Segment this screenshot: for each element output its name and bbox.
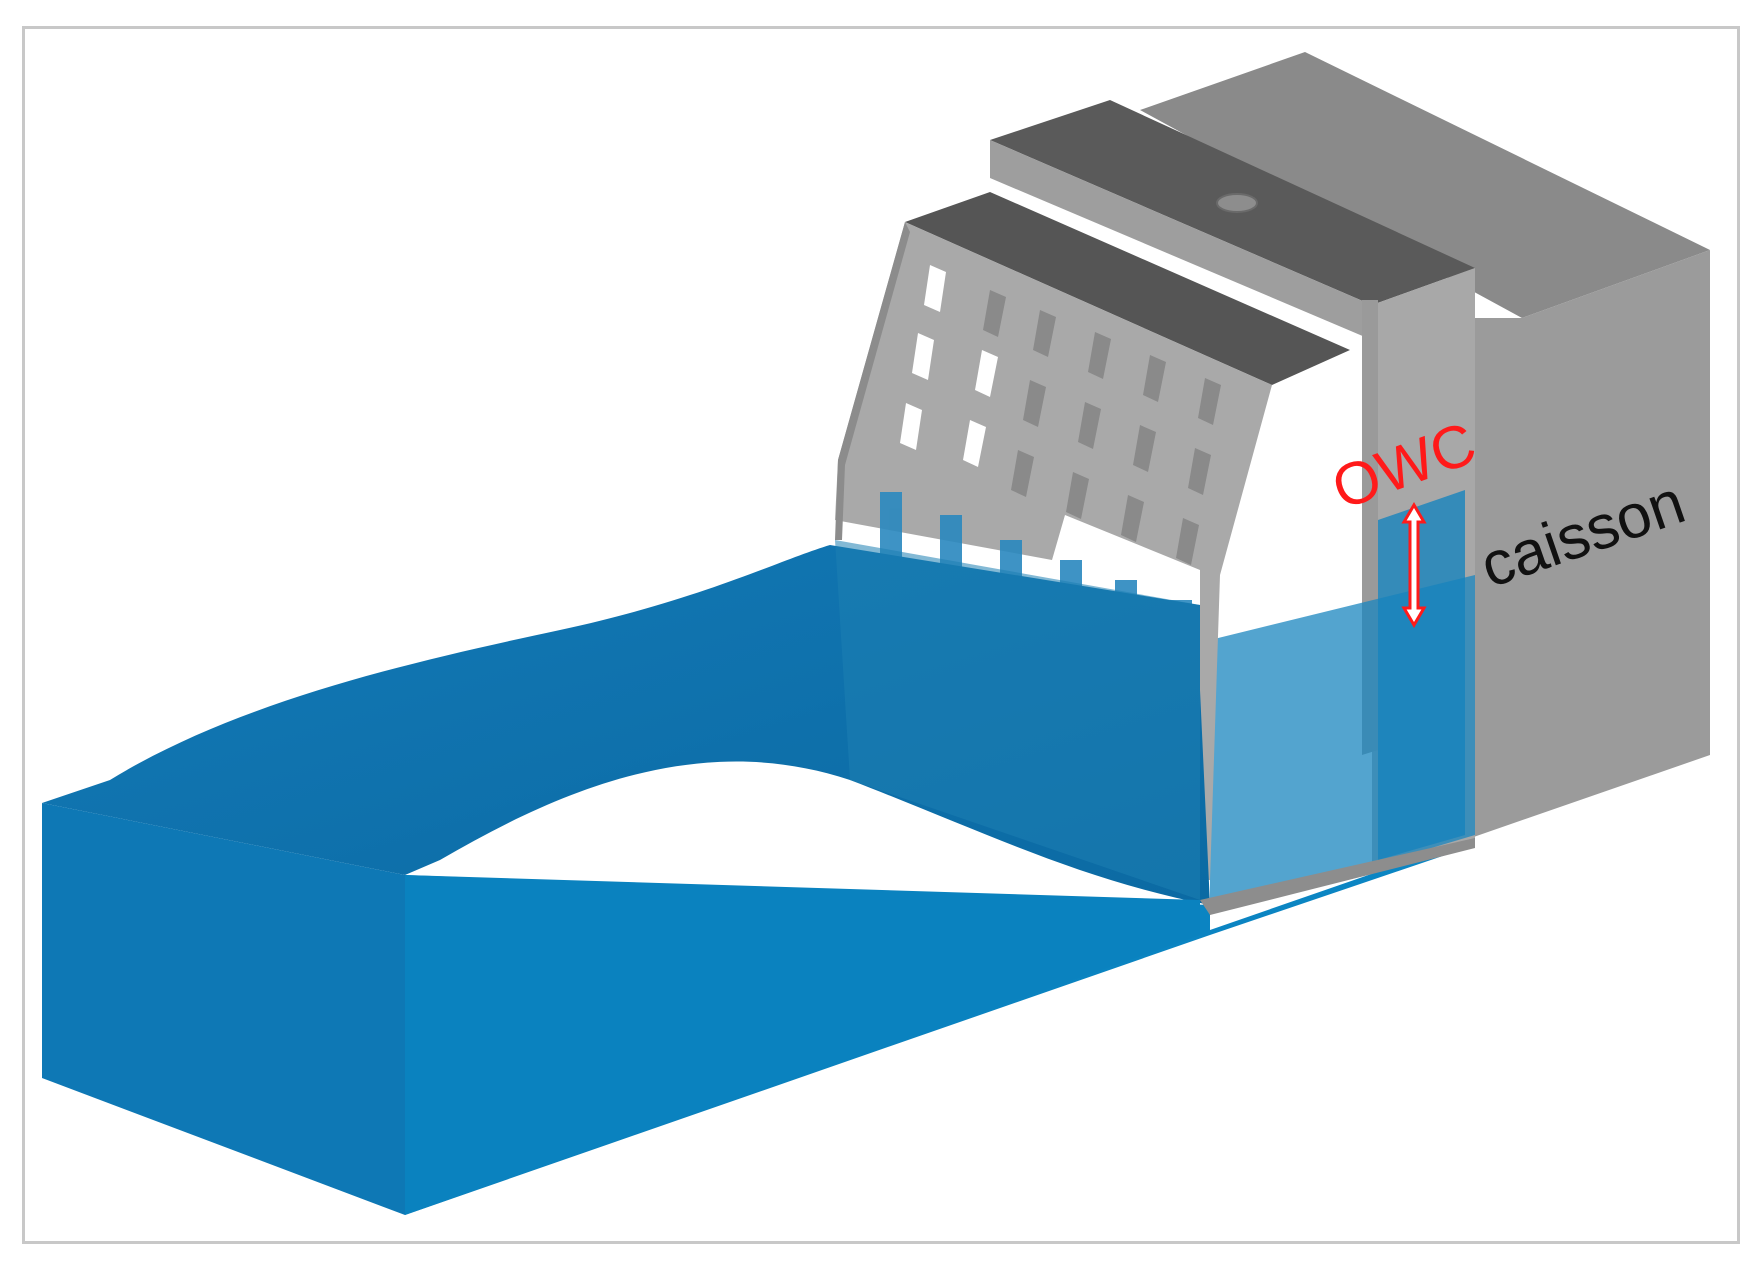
owc-chamber xyxy=(1210,268,1475,905)
upper-deck xyxy=(990,100,1475,340)
caisson-top-face xyxy=(1140,52,1710,318)
water-left-face xyxy=(42,803,405,1215)
caisson-right-face xyxy=(1465,250,1710,840)
deck-hole xyxy=(1216,193,1258,213)
wall-holes-shaded xyxy=(983,290,1221,565)
water-domain xyxy=(42,540,1475,1215)
double-headed-vertical-arrow-icon xyxy=(1401,502,1427,628)
water-front-main xyxy=(405,875,1200,1215)
wall-top-slab xyxy=(905,192,1350,385)
wall-holes-open xyxy=(900,265,998,467)
upper-deck-front xyxy=(990,140,1372,340)
water-behind-wall xyxy=(835,540,1200,900)
wall-left-edge xyxy=(835,222,910,540)
owc-water-column xyxy=(1378,490,1465,860)
wall-front-face xyxy=(835,222,1272,880)
chamber-floor-edge xyxy=(1200,838,1475,915)
